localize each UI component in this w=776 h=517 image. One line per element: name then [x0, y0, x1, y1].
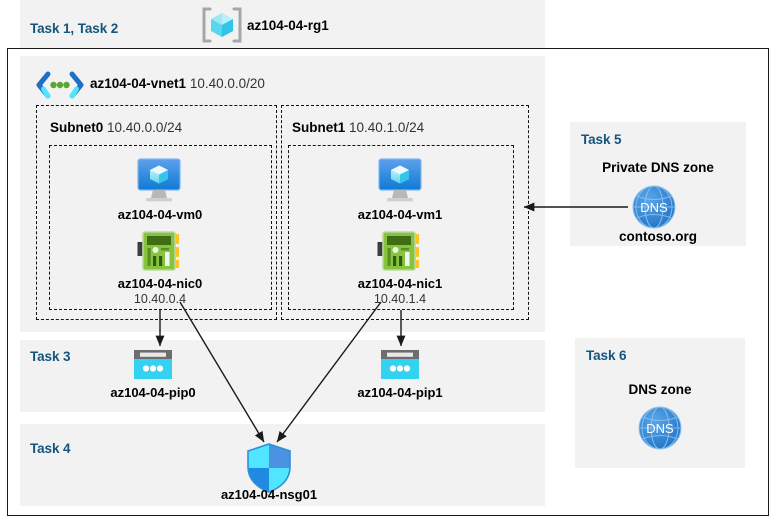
subnet1-inner-boundary — [288, 145, 514, 310]
dns-zone-icon: DNS — [631, 184, 677, 230]
subnet0-boundary — [36, 105, 277, 320]
vm0-label: az104-04-vm0 — [117, 207, 203, 222]
network-security-group-icon — [245, 443, 293, 493]
virtual-machine-icon — [131, 157, 187, 203]
subnet1-header: Subnet1 10.40.1.0/24 — [292, 120, 424, 135]
resource-group-name-text: az104-04-rg1 — [247, 18, 329, 33]
subnet0-name: Subnet0 — [50, 120, 104, 135]
virtual-machine-icon — [372, 157, 428, 203]
nic1-label: az104-04-nic1 — [357, 276, 443, 291]
subnet1-cidr: 10.40.1.0/24 — [349, 120, 425, 135]
task-label-6: Task 6 — [586, 348, 627, 363]
resource-group-icon — [197, 6, 247, 44]
subnet1-name: Subnet1 — [292, 120, 346, 135]
resource-group-band — [20, 0, 545, 48]
private-dns-title: Private DNS zone — [602, 160, 714, 175]
network-interface-icon — [137, 230, 183, 272]
private-dns-name: contoso.org — [619, 229, 697, 244]
nsg-label: az104-04-nsg01 — [220, 487, 318, 502]
nic0-ip: 10.40.0.4 — [133, 292, 187, 306]
subnet0-cidr: 10.40.0.0/24 — [107, 120, 183, 135]
nic0-label: az104-04-nic0 — [117, 276, 203, 291]
diagram-outer-frame — [7, 48, 769, 516]
public-ip-address-icon — [133, 349, 173, 381]
vnet-address-space: 10.40.0.0/20 — [189, 76, 265, 91]
virtual-network-icon — [34, 70, 86, 100]
vnet-header: az104-04-vnet1 10.40.0.0/20 — [90, 76, 265, 91]
vm1-label: az104-04-vm1 — [357, 207, 443, 222]
network-interface-icon — [377, 230, 423, 272]
task-label-4: Task 4 — [30, 441, 71, 456]
dns-icon-text-private: DNS — [640, 200, 668, 215]
resource-group-name: az104-04-rg1 — [247, 18, 329, 33]
nic1-ip: 10.40.1.4 — [373, 292, 427, 306]
public-ip-address-icon — [380, 349, 420, 381]
subnet1-boundary — [281, 105, 529, 320]
dns-icon-text-public: DNS — [646, 421, 674, 436]
pip0-label: az104-04-pip0 — [110, 385, 196, 400]
task-label-1-2: Task 1, Task 2 — [30, 21, 119, 36]
subnet0-inner-boundary — [49, 145, 272, 310]
public-dns-title: DNS zone — [628, 382, 692, 397]
vnet-name: az104-04-vnet1 — [90, 76, 187, 91]
pip1-label: az104-04-pip1 — [357, 385, 443, 400]
task-label-5: Task 5 — [581, 132, 622, 147]
subnet0-header: Subnet0 10.40.0.0/24 — [50, 120, 182, 135]
task-label-3: Task 3 — [30, 349, 71, 364]
dns-zone-icon: DNS — [637, 405, 683, 451]
public-ip-panel — [20, 340, 545, 412]
vnet-panel — [20, 56, 545, 332]
